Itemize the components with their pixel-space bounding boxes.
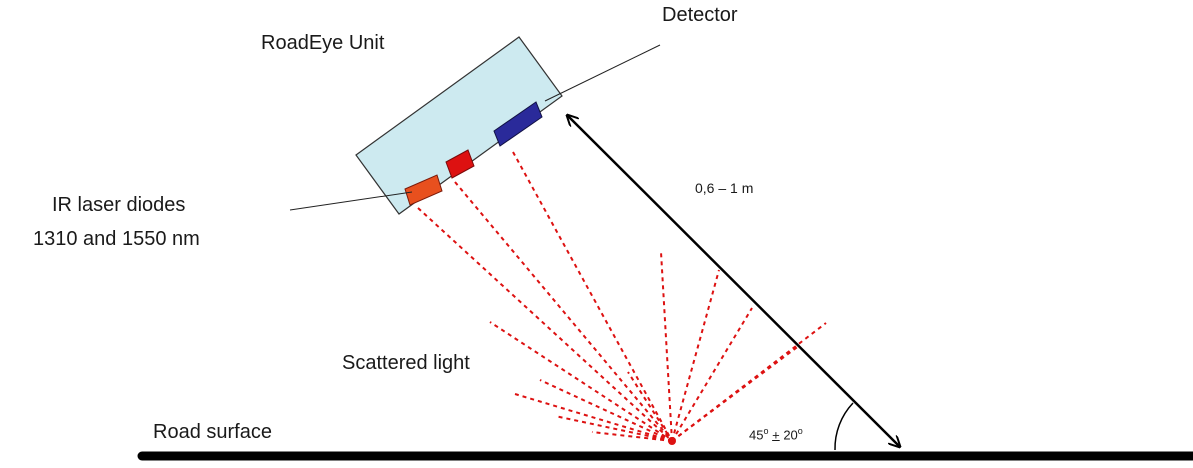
scattered-ray (671, 322, 827, 442)
detector-label: Detector (662, 4, 738, 26)
angle-label: 45o + 20o (749, 426, 803, 442)
roadeye-unit-label: RoadEye Unit (261, 32, 385, 54)
laser-beam-1550 (454, 181, 673, 442)
laser-beam-1310 (417, 207, 673, 442)
angle-tolerance: 20 (783, 427, 798, 443)
angle-arc (834, 402, 854, 451)
detector-sensor (493, 101, 543, 147)
angle-value: 45 (749, 427, 764, 443)
scattered-ray (554, 415, 673, 442)
scatter-point (668, 437, 676, 445)
scattered-ray (514, 393, 673, 442)
laser-diode-1550 (445, 149, 475, 179)
detector-leader-line (544, 44, 661, 102)
scattered-ray (671, 307, 753, 442)
wavelengths-label: 1310 and 1550 nm (33, 228, 200, 250)
roadeye-unit-box (355, 36, 563, 215)
angle-degree: o (763, 426, 769, 436)
ir-laser-diodes-label: IR laser diodes (52, 194, 186, 216)
road-surface-label: Road surface (153, 421, 272, 443)
distance-label: 0,6 – 1 m (695, 180, 754, 196)
angle-tolerance-degree: o (797, 426, 803, 436)
angle-plus-minus: + (772, 427, 780, 443)
laser-diode-1310 (404, 174, 443, 206)
scattered-light-label: Scattered light (342, 352, 470, 374)
diodes-leader-line (289, 191, 413, 211)
distance-arrow (567, 115, 900, 447)
scattered-ray (671, 269, 720, 442)
scattered-ray (489, 321, 673, 442)
scattered-ray (660, 251, 673, 442)
scattered-ray (539, 379, 673, 442)
